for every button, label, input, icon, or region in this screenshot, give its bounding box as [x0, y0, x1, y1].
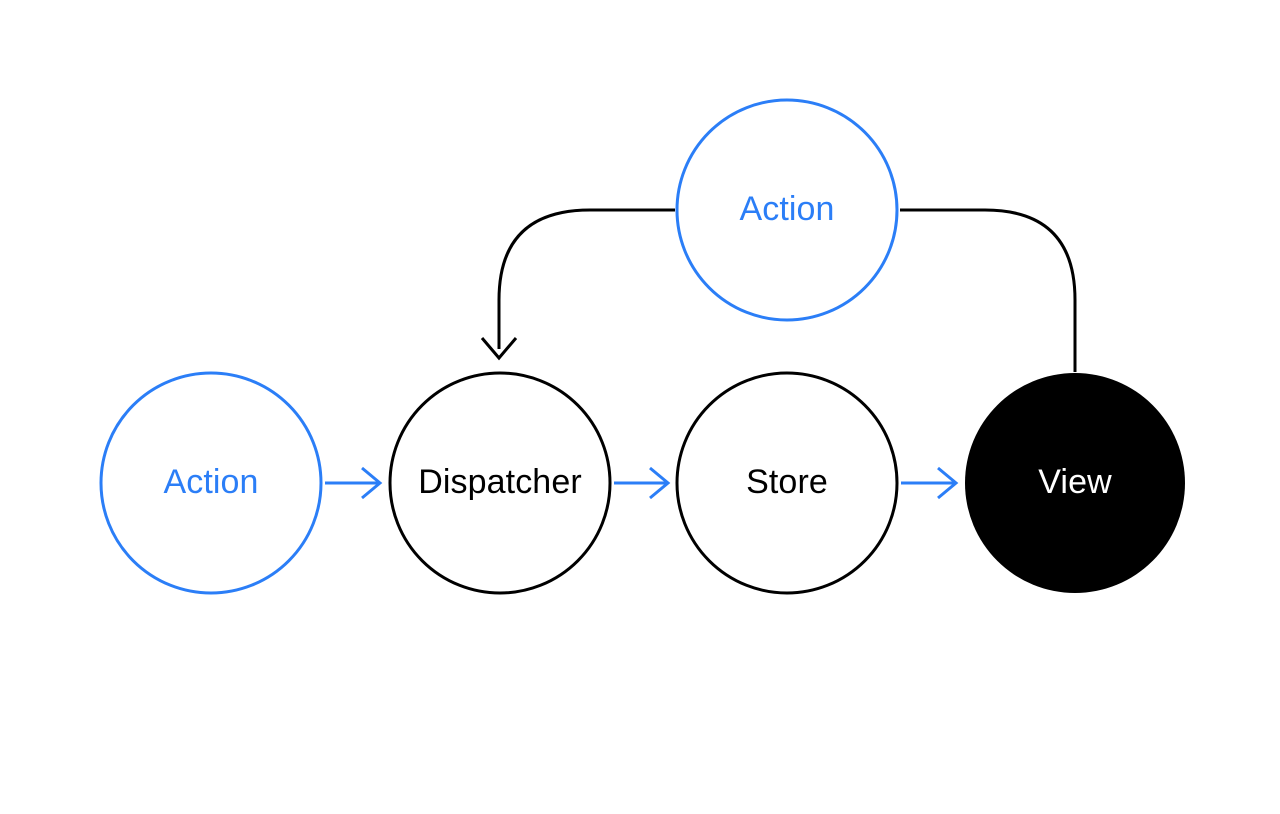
node-action-top-circle[interactable]: [675, 98, 899, 322]
node-store-label: Store: [746, 463, 828, 501]
node-dispatcher-circle[interactable]: [388, 371, 612, 595]
edge-view-to-action-top: [900, 208, 1077, 372]
arrowhead-icon-action-top-to-dispatcher: [480, 337, 518, 361]
edge-dispatcher-to-store: [614, 466, 671, 500]
arrowhead-icon-action-left-to-dispatcher: [361, 466, 383, 500]
node-view-label: View: [1038, 463, 1112, 501]
node-action-left[interactable]: Action: [99, 371, 323, 595]
node-action-left-circle[interactable]: [99, 371, 323, 595]
node-action-top-label: Action: [739, 190, 834, 228]
node-action-left-label: Action: [163, 463, 258, 501]
arrowhead-icon-dispatcher-to-store: [649, 466, 671, 500]
node-store[interactable]: Store: [675, 371, 899, 595]
node-action-top[interactable]: Action: [675, 98, 899, 322]
edge-action-top-to-dispatcher-path: [497, 208, 675, 349]
node-view[interactable]: View: [965, 373, 1185, 593]
arrowhead-icon-store-to-view: [937, 466, 959, 500]
node-store-circle[interactable]: [675, 371, 899, 595]
edge-store-to-view: [901, 466, 959, 500]
edge-view-to-action-top-path: [900, 208, 1077, 372]
node-view-circle[interactable]: [965, 373, 1185, 593]
node-dispatcher[interactable]: Dispatcher: [388, 371, 612, 595]
node-dispatcher-label: Dispatcher: [418, 463, 582, 501]
edge-action-top-to-dispatcher: [480, 208, 675, 361]
edge-action-left-to-dispatcher: [325, 466, 383, 500]
